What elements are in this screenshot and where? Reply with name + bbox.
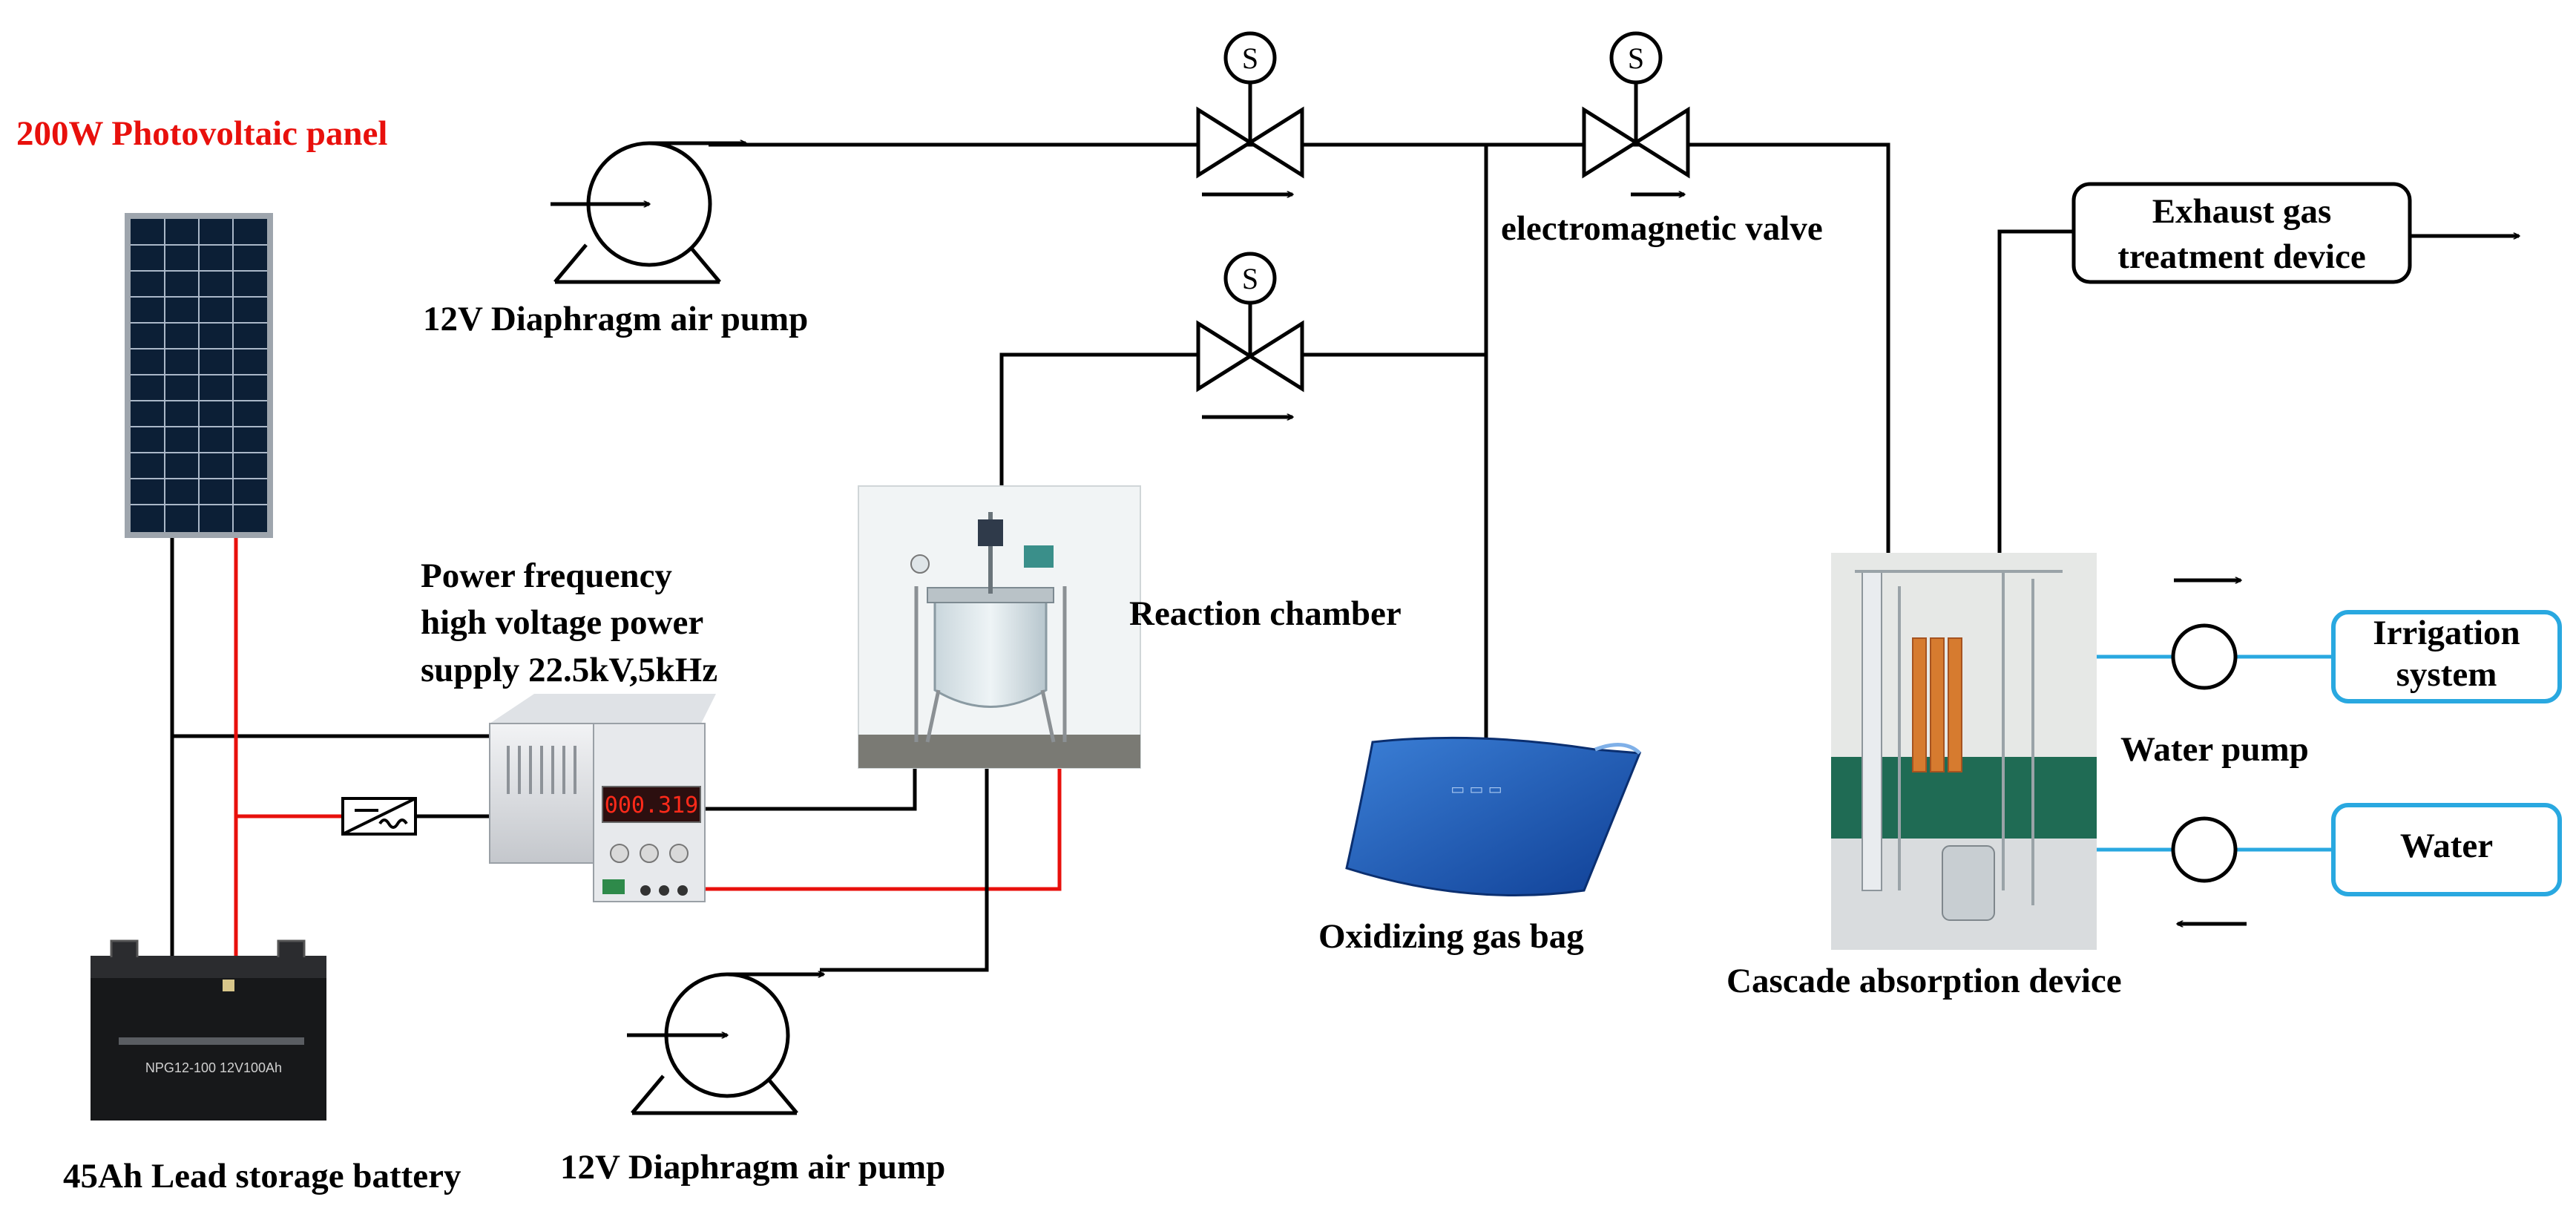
water-pump-top bbox=[2171, 623, 2238, 690]
water-label: Water bbox=[2399, 827, 2494, 865]
irrigation-line-2: system bbox=[2396, 655, 2497, 695]
irrigation-line-1: Irrigation bbox=[2373, 614, 2520, 652]
diaphragm-pump-icon bbox=[551, 143, 746, 284]
pv-panel-label: 200W Photovoltaic panel bbox=[16, 114, 388, 153]
svg-text:S: S bbox=[1628, 42, 1644, 75]
em-valve-label: electromagnetic valve bbox=[1501, 209, 1823, 248]
hv-supply-line-2: high voltage power bbox=[421, 603, 704, 643]
svg-text:NPG12-100 12V100Ah: NPG12-100 12V100Ah bbox=[145, 1060, 282, 1075]
solenoid-valve-icon: S bbox=[1196, 31, 1304, 194]
hv-supply-label: Power frequency high voltage power suppl… bbox=[421, 553, 717, 694]
pump-bottom-label: 12V Diaphragm air pump bbox=[560, 1148, 946, 1187]
pump-top-base bbox=[553, 243, 721, 284]
svg-text:000.319: 000.319 bbox=[605, 793, 698, 818]
converter-icon bbox=[341, 797, 417, 836]
hv-supply-line-3: supply 22.5kV,5kHz bbox=[421, 650, 718, 689]
battery-icon: NPG12-100 12V100Ah bbox=[91, 939, 326, 1121]
exhaust-line-1: Exhaust gas bbox=[2152, 192, 2332, 231]
gas-piping bbox=[709, 142, 2519, 972]
pump-bottom-base bbox=[631, 1074, 798, 1115]
water-pump-bottom bbox=[2171, 816, 2238, 883]
exhaust-line bbox=[1997, 229, 2074, 553]
irrigation-system-label: Irrigation system bbox=[2333, 612, 2560, 696]
chamber-outlet-line bbox=[999, 352, 1486, 486]
svg-text:▭ ▭ ▭: ▭ ▭ ▭ bbox=[1450, 780, 1502, 798]
svg-text:S: S bbox=[1242, 262, 1258, 295]
reaction-chamber-label: Reaction chamber bbox=[1129, 594, 1402, 633]
svg-text:S: S bbox=[1242, 42, 1258, 75]
diaphragm-pump-icon bbox=[627, 974, 824, 1115]
bottom-pump-line bbox=[820, 768, 989, 972]
gas-bag-label: Oxidizing gas bag bbox=[1318, 917, 1584, 956]
pump-top-label: 12V Diaphragm air pump bbox=[423, 300, 809, 338]
water-pump-label: Water pump bbox=[2120, 730, 2309, 769]
reactor-icon bbox=[858, 485, 1141, 769]
solar-panel-icon bbox=[125, 213, 273, 538]
gas-bag-icon: ▭ ▭ ▭ bbox=[1345, 736, 1642, 897]
wiring bbox=[170, 538, 1062, 987]
irrigation-system-box bbox=[2331, 610, 2562, 703]
power-supply-icon: 000.319 bbox=[489, 694, 716, 902]
solenoid-valve-icon: S bbox=[1196, 252, 1304, 417]
cascade-absorption-label: Cascade absorption device bbox=[1726, 962, 2122, 1000]
water-box bbox=[2331, 803, 2562, 896]
exhaust-treatment-label: Exhaust gas treatment device bbox=[2074, 189, 2410, 280]
exhaust-line-2: treatment device bbox=[2117, 237, 2366, 277]
supply-to-chamber-wire bbox=[705, 768, 917, 811]
supply-positive-to-chamber-wire bbox=[686, 768, 1062, 891]
water-lines bbox=[2096, 654, 2333, 852]
solenoid-valve-icon: S bbox=[1582, 31, 1690, 194]
top-main-line bbox=[709, 142, 1890, 553]
hv-supply-line-1: Power frequency bbox=[421, 557, 672, 595]
exhaust-treatment-box bbox=[2071, 182, 2412, 284]
absorption-column-icon bbox=[1831, 553, 2097, 950]
battery-label: 45Ah Lead storage battery bbox=[63, 1157, 461, 1195]
